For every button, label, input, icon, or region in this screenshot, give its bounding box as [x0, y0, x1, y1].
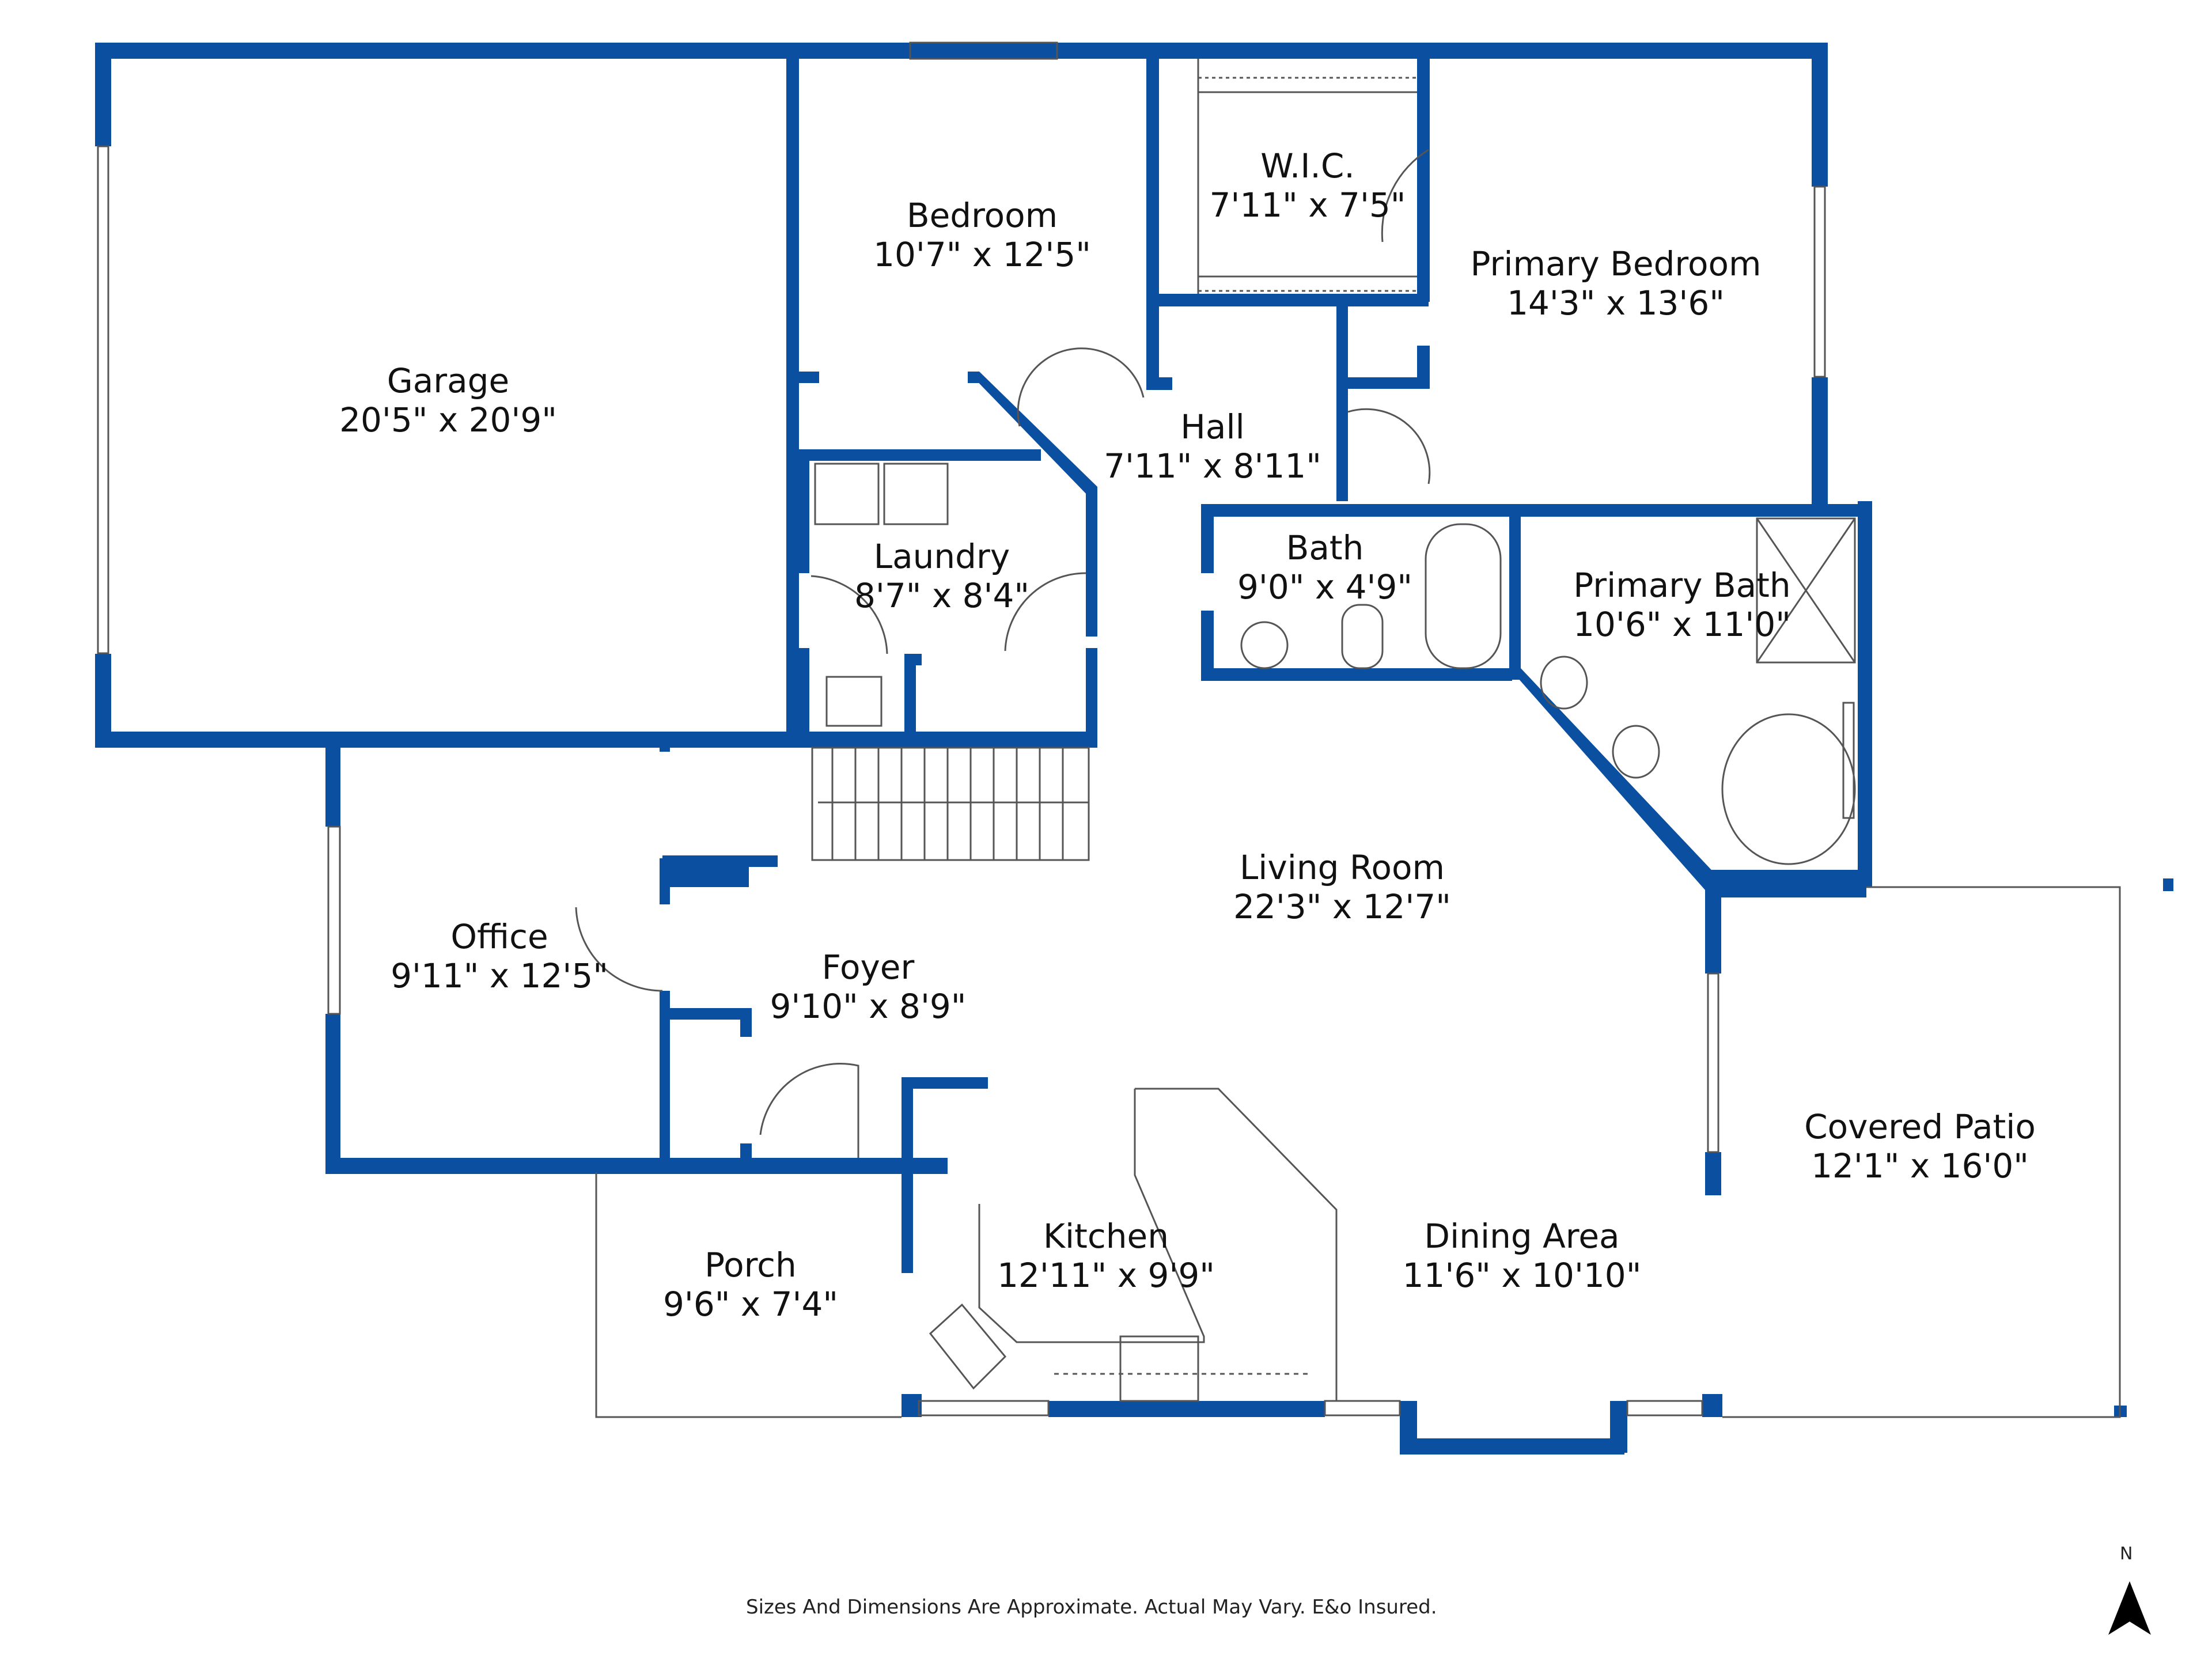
compass — [2108, 1581, 2151, 1635]
room-size: 9'6" x 7'4" — [662, 1285, 839, 1324]
room-bedroom: Bedroom 10'7" x 12'5" — [873, 196, 1091, 274]
room-name: Laundry — [873, 537, 1010, 576]
walls — [95, 43, 2173, 1455]
room-hall: Hall 7'11" x 8'11" — [1104, 407, 1321, 486]
room-name: Hall — [1180, 407, 1245, 446]
room-name: Living Room — [1239, 848, 1445, 887]
room-name: Foyer — [821, 948, 915, 987]
room-wic: W.I.C. 7'11" x 7'5" — [1210, 146, 1406, 225]
room-garage: Garage 20'5" x 20'9" — [339, 361, 557, 440]
room-size: 9'11" x 12'5" — [391, 956, 608, 995]
room-size: 12'11" x 9'9" — [997, 1256, 1215, 1295]
compass-north-label: N — [2120, 1544, 2133, 1564]
room-bath: Bath 9'0" x 4'9" — [1237, 528, 1412, 607]
room-kitchen: Kitchen 12'11" x 9'9" — [997, 1217, 1215, 1295]
room-size: 7'11" x 8'11" — [1104, 446, 1321, 486]
room-foyer: Foyer 9'10" x 8'9" — [770, 948, 967, 1026]
room-primary-bedroom: Primary Bedroom 14'3" x 13'6" — [1471, 244, 1762, 323]
room-primary-bath: Primary Bath 10'6" x 11'0" — [1573, 566, 1791, 644]
room-name: Dining Area — [1424, 1217, 1620, 1256]
room-name: Porch — [704, 1245, 797, 1285]
room-covered-patio: Covered Patio 12'1" x 16'0" — [1804, 1107, 2036, 1185]
room-name: Garage — [387, 361, 510, 400]
room-name: Bath — [1286, 528, 1364, 567]
room-size: 10'7" x 12'5" — [873, 235, 1091, 274]
room-size: 10'6" x 11'0" — [1573, 605, 1791, 644]
room-size: 20'5" x 20'9" — [339, 400, 557, 440]
room-living-room: Living Room 22'3" x 12'7" — [1233, 848, 1451, 926]
room-laundry: Laundry 8'7" x 8'4" — [854, 537, 1029, 615]
disclaimer-text: Sizes And Dimensions Are Approximate. Ac… — [746, 1596, 1437, 1619]
room-size: 7'11" x 7'5" — [1209, 185, 1406, 225]
thin-lines — [97, 41, 2121, 1418]
room-size: 14'3" x 13'6" — [1507, 283, 1725, 323]
room-name: Kitchen — [1043, 1217, 1169, 1256]
room-name: Primary Bedroom — [1470, 244, 1762, 283]
room-name: Covered Patio — [1804, 1107, 2036, 1146]
room-size: 8'7" x 8'4" — [854, 576, 1030, 615]
room-name: Bedroom — [906, 196, 1058, 235]
room-size: 11'6" x 10'10" — [1402, 1256, 1642, 1295]
room-size: 9'10" x 8'9" — [770, 987, 967, 1026]
room-office: Office 9'11" x 12'5" — [391, 917, 608, 995]
room-name: Primary Bath — [1573, 566, 1791, 605]
room-name: W.I.C. — [1260, 146, 1355, 185]
room-size: 9'0" x 4'9" — [1237, 567, 1413, 607]
room-dining-area: Dining Area 11'6" x 10'10" — [1403, 1217, 1642, 1295]
room-size: 12'1" x 16'0" — [1811, 1146, 2029, 1185]
room-porch: Porch 9'6" x 7'4" — [663, 1245, 838, 1324]
room-size: 22'3" x 12'7" — [1233, 887, 1451, 926]
room-name: Office — [450, 917, 548, 956]
